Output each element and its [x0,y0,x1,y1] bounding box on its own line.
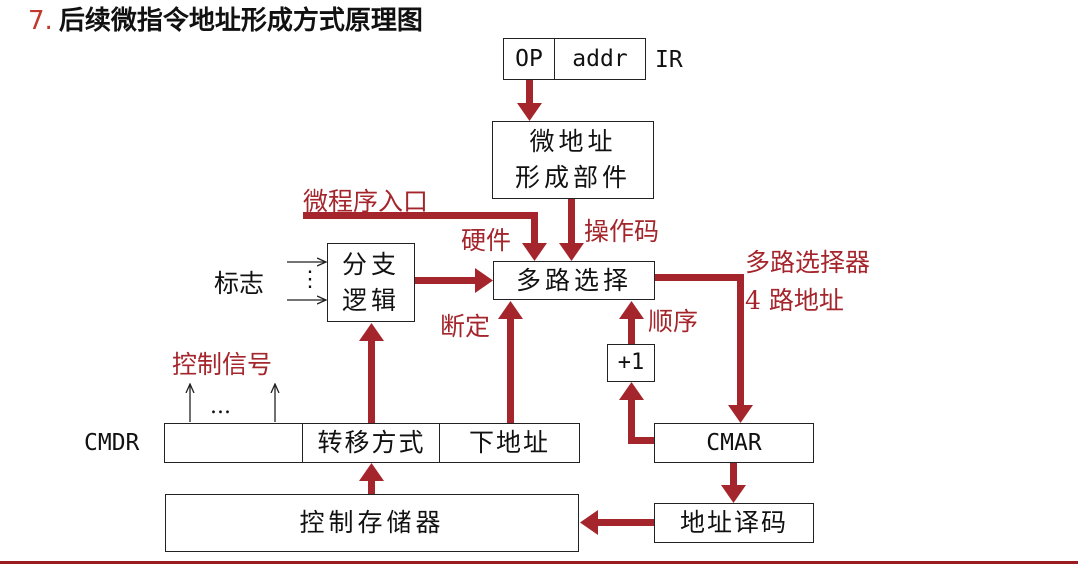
page-title: 7.后续微指令地址形成方式原理图 [28,2,423,40]
arrow-cmar-left [628,437,654,444]
signal-dots: ... [210,394,231,419]
branch-logic-line2: 逻辑 [341,285,400,315]
arrow-inc-head [619,301,644,319]
multiplexer-box: 多路选择 [493,261,655,300]
arrow-entry-vertical [531,212,538,244]
hardware-label: 硬件 [461,226,512,255]
arrow-cmar-decoder-head [721,485,746,503]
flag-vdots: ⋮ [299,267,321,292]
arrow-opcode-head [559,243,584,261]
arrow-cmar-decoder-shaft [730,463,737,486]
arrow-branch-head [475,268,493,293]
arrow-mem-cmdr-head [359,463,384,481]
arrow-mux-down [737,274,744,406]
increment-box: +1 [607,344,655,382]
arrow-nextaddr-head [498,301,523,319]
branch-logic-line1: 分支 [341,249,400,279]
title-number: 7. [28,6,53,36]
program-entry-label: 微程序入口 [303,187,429,216]
flags-label: 标志 [214,269,265,298]
micro-address-unit: 微地址 形成部件 [492,121,654,199]
control-signals-label: 控制信号 [172,350,273,379]
opcode-label: 操作码 [584,217,660,246]
arrow-mux-cmar-head [728,405,753,423]
arrow-ir-to-unit [526,80,533,105]
cmar-box: CMAR [654,423,814,463]
cmdr-transfer-mode-field: 转移方式 [302,423,441,463]
arrow-mem-cmdr-shaft [368,480,375,494]
control-memory-box: 控制存储器 [165,494,579,552]
arrow-mux-right [655,274,744,281]
mux-title-label: 多路选择器 [745,248,871,277]
arrow-transfer-head [359,323,384,341]
cmdr-label: CMDR [84,430,140,456]
arrow-branch-shaft [415,277,477,284]
ir-op-field: OP [503,38,555,80]
ir-label: IR [655,47,683,73]
sequential-label: 顺序 [648,307,699,336]
arrow-decoder-mem-head [580,510,598,535]
ir-addr-field: addr [554,38,646,80]
arrow-entry-horizontal [303,212,538,219]
arrow-cmar-up [628,399,635,444]
cmdr-control-field [164,423,304,463]
micro-address-unit-line1: 微地址 [529,127,617,156]
micro-address-unit-line2: 形成部件 [514,163,631,192]
judgment-label: 断定 [440,312,491,341]
arrow-ir-to-unit-head [517,103,542,121]
arrow-nextaddr-shaft [507,318,514,423]
branch-logic-box: 分支 逻辑 [327,243,415,322]
arrow-transfer-shaft [368,340,375,423]
address-decoder-box: 地址译码 [654,503,814,543]
arrow-inc-shaft [628,318,635,344]
arrow-entry-head [522,243,547,261]
cmdr-next-address-field: 下地址 [439,423,580,463]
bottom-rule [0,561,1078,564]
arrow-decoder-mem-shaft [597,519,654,526]
title-text: 后续微指令地址形成方式原理图 [58,6,423,36]
mux-sub-label: 4 路地址 [745,286,844,315]
arrow-opcode-shaft [568,199,575,244]
arrow-cmar-inc-head [619,382,644,400]
